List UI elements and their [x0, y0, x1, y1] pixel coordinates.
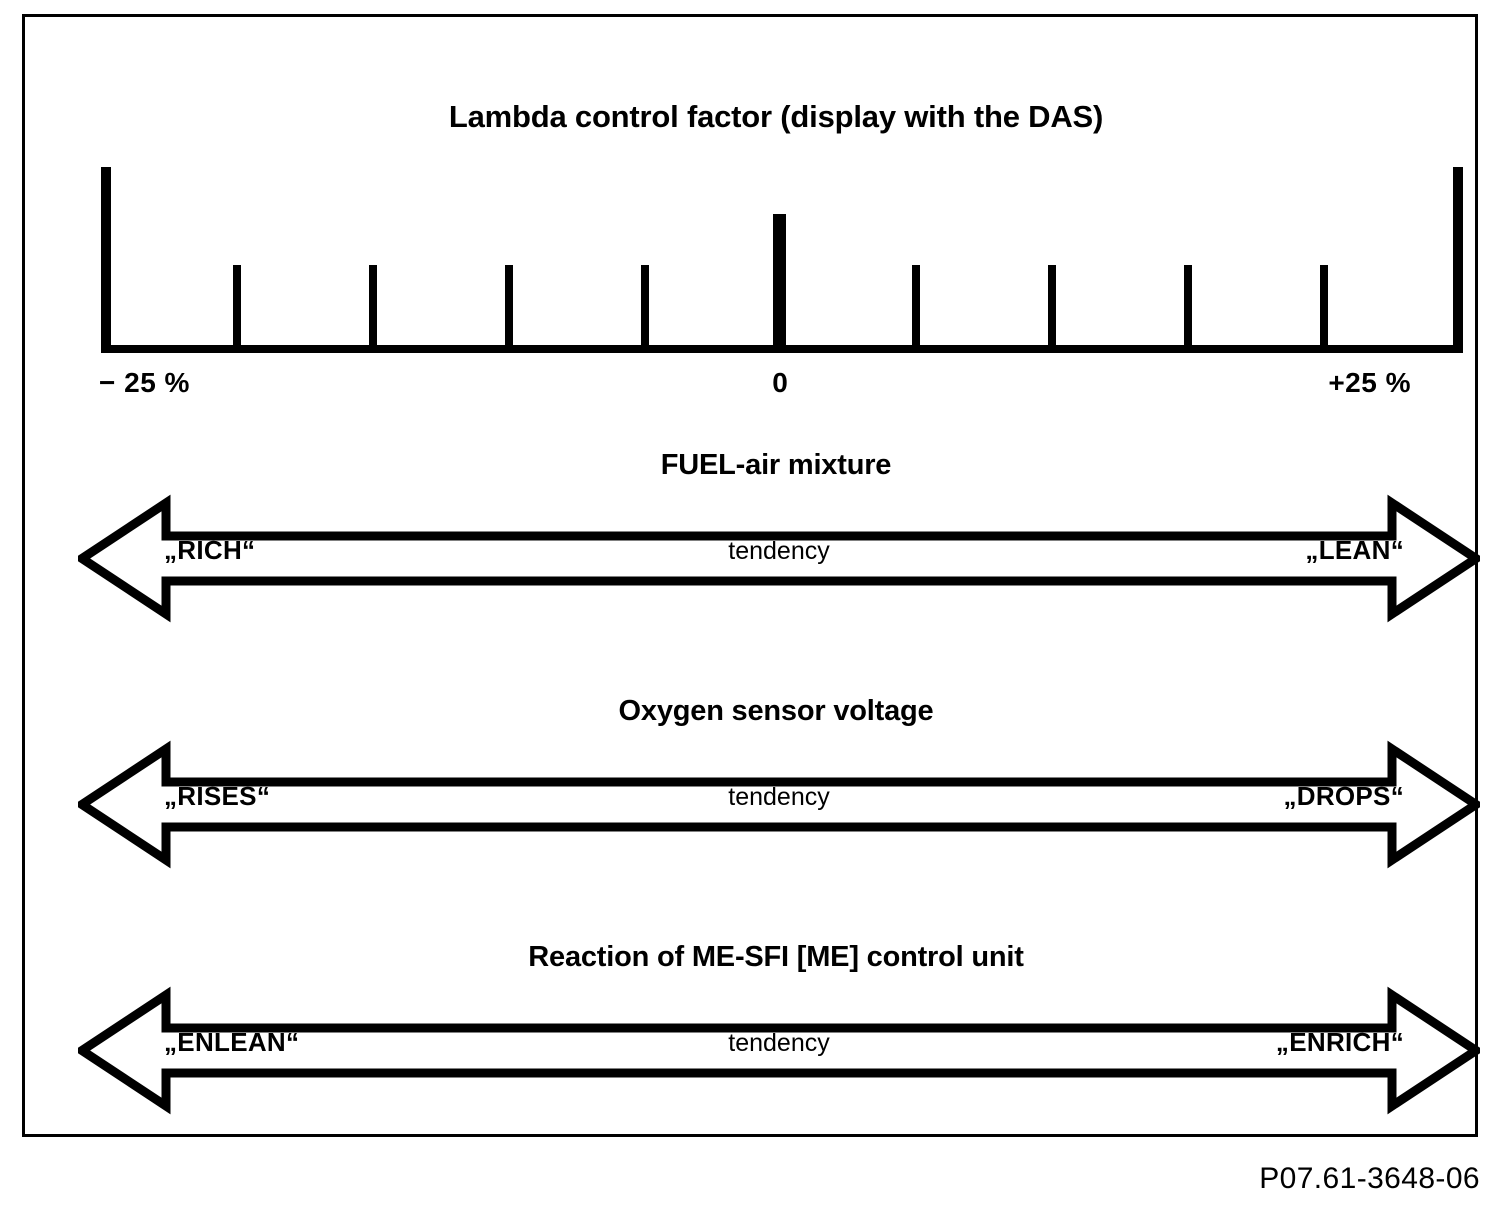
axis-tick-minus5: [641, 265, 649, 353]
band-left-label-me-sfi-reaction: „ENLEAN“: [164, 1027, 300, 1057]
axis-tick-plus10: [1048, 265, 1056, 353]
axis-label-zero-wrap: 0: [25, 367, 1502, 399]
diagram-frame: Lambda control factor (display with the …: [22, 14, 1480, 1137]
lambda-scale: [101, 167, 1463, 353]
band-title-me-sfi-reaction: Reaction of ME-SFI [ME] control unit: [528, 941, 1024, 973]
axis-label-max: +25 %: [1328, 367, 1411, 398]
band-right-label-oxygen-sensor-voltage: „DROPS“: [1283, 781, 1404, 811]
axis-tick-zero: [773, 214, 786, 353]
figure-caption-code: P07.61-3648-06: [1259, 1162, 1480, 1195]
axis-tick-plus5: [912, 265, 920, 353]
axis-label-min: − 25 %: [99, 367, 190, 398]
axis-tick-minus10: [505, 265, 513, 353]
axis-tick-minus15: [369, 265, 377, 353]
axis-tick-plus25: [1453, 167, 1463, 353]
scale-title: Lambda control factor (display with the …: [448, 99, 1104, 134]
band-title-oxygen-sensor-voltage: Oxygen sensor voltage: [618, 695, 934, 727]
band-left-label-fuel-air-mixture: „RICH“: [164, 535, 256, 565]
band-left-label-oxygen-sensor-voltage: „RISES“: [164, 781, 271, 811]
double-arrow-oxygen-sensor-voltage: „RISES“ tendency „DROPS“: [78, 737, 1480, 872]
band-center-label-oxygen-sensor-voltage: tendency: [728, 783, 830, 811]
double-arrow-me-sfi-reaction: „ENLEAN“ tendency „ENRICH“: [78, 983, 1480, 1118]
axis-label-zero: 0: [772, 367, 788, 398]
band-title-fuel-air-mixture: FUEL-air mixture: [660, 449, 892, 481]
axis-tick-minus25: [101, 167, 111, 353]
band-center-label-me-sfi-reaction: tendency: [728, 1029, 830, 1057]
axis-tick-minus20: [233, 265, 241, 353]
axis-tick-plus15: [1184, 265, 1192, 353]
band-center-label-fuel-air-mixture: tendency: [728, 537, 830, 565]
band-right-label-me-sfi-reaction: „ENRICH“: [1275, 1027, 1404, 1057]
double-arrow-fuel-air-mixture: „RICH“ tendency „LEAN“: [78, 491, 1480, 626]
band-right-label-fuel-air-mixture: „LEAN“: [1305, 535, 1404, 565]
axis-tick-plus20: [1320, 265, 1328, 353]
